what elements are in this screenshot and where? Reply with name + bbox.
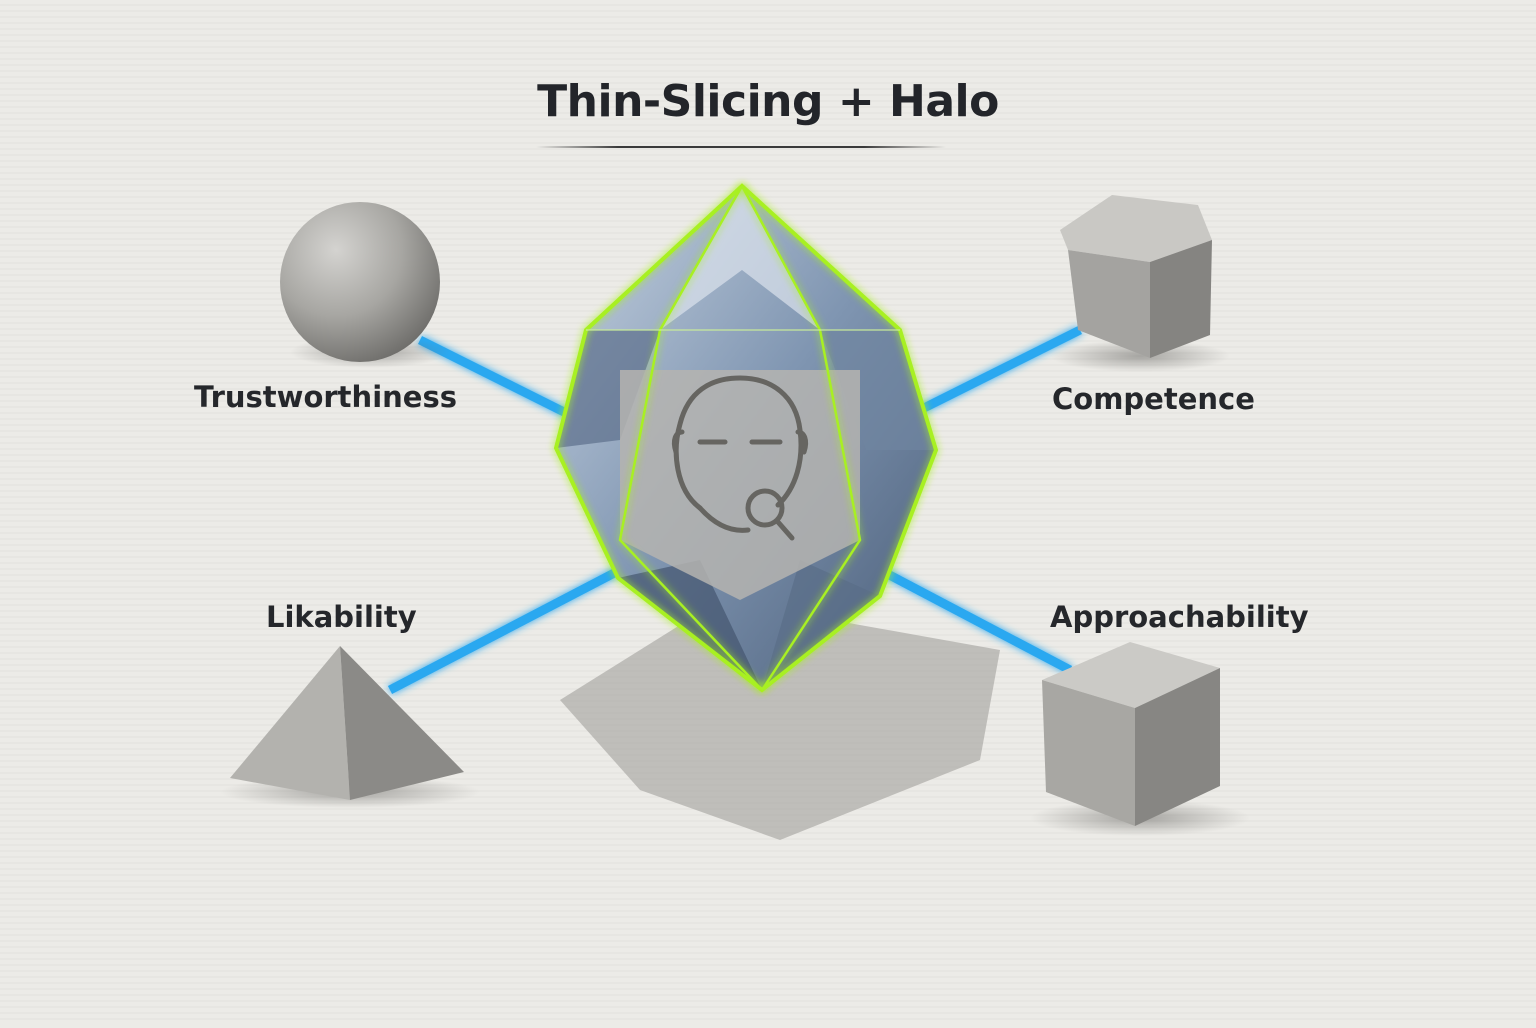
connector-likability — [387, 566, 623, 694]
connector-competence — [917, 325, 1083, 415]
title-underline — [536, 146, 946, 148]
prism-node — [1050, 195, 1230, 372]
cube-node — [1030, 642, 1250, 836]
crystal-shadow — [560, 600, 1000, 840]
face-scan-icon — [671, 375, 809, 541]
sphere-shape — [280, 202, 440, 362]
diagram-title: Thin-Slicing + Halo — [537, 76, 999, 127]
label-trustworthiness: Trustworthiness — [194, 380, 457, 414]
pyramid-node — [220, 646, 480, 808]
connector-approachability — [877, 566, 1073, 674]
label-likability: Likability — [266, 600, 417, 634]
sphere-node — [280, 202, 450, 368]
label-competence: Competence — [1052, 382, 1255, 416]
label-approachability: Approachability — [1050, 600, 1309, 634]
